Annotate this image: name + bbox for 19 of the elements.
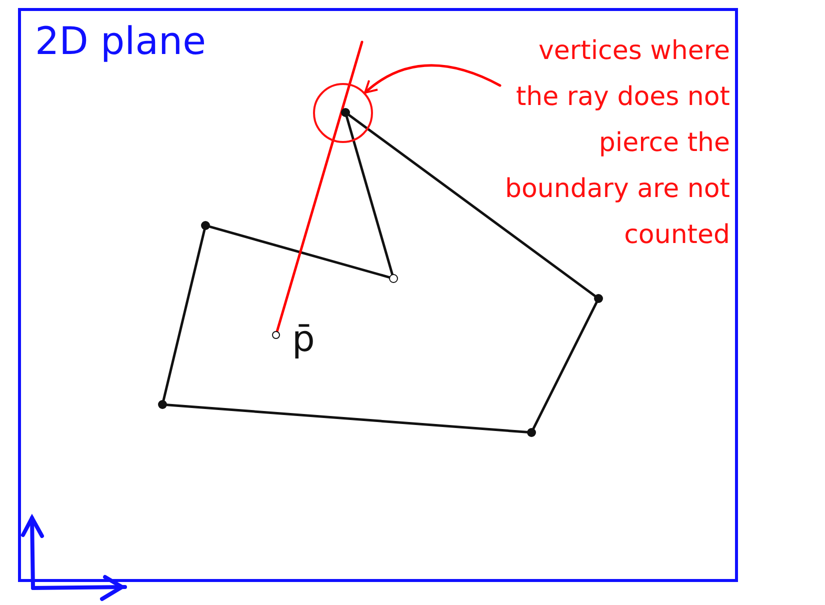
point-marker bbox=[272, 331, 280, 339]
ray-line bbox=[276, 40, 364, 332]
polygon-edge bbox=[166, 404, 528, 434]
vertex-dot bbox=[158, 400, 167, 409]
polygon-edge bbox=[208, 225, 390, 279]
vertex-dot bbox=[527, 428, 536, 437]
polygon-edge bbox=[162, 228, 206, 402]
annotation-text: vertices where the ray does not pierce the boundary are not counted bbox=[504, 35, 730, 252]
vertex-dot bbox=[341, 108, 350, 117]
plane-title: 2D plane bbox=[35, 19, 206, 63]
polygon-edge bbox=[532, 301, 598, 430]
polygon-edge bbox=[348, 114, 596, 298]
point-label: p̄ bbox=[292, 318, 315, 362]
highlight-circle bbox=[313, 83, 373, 143]
arrow bbox=[364, 64, 502, 94]
polygon-edge bbox=[346, 116, 394, 276]
vertex-dot bbox=[594, 294, 603, 303]
vertex-dot bbox=[201, 221, 210, 230]
point-marker bbox=[389, 274, 398, 283]
